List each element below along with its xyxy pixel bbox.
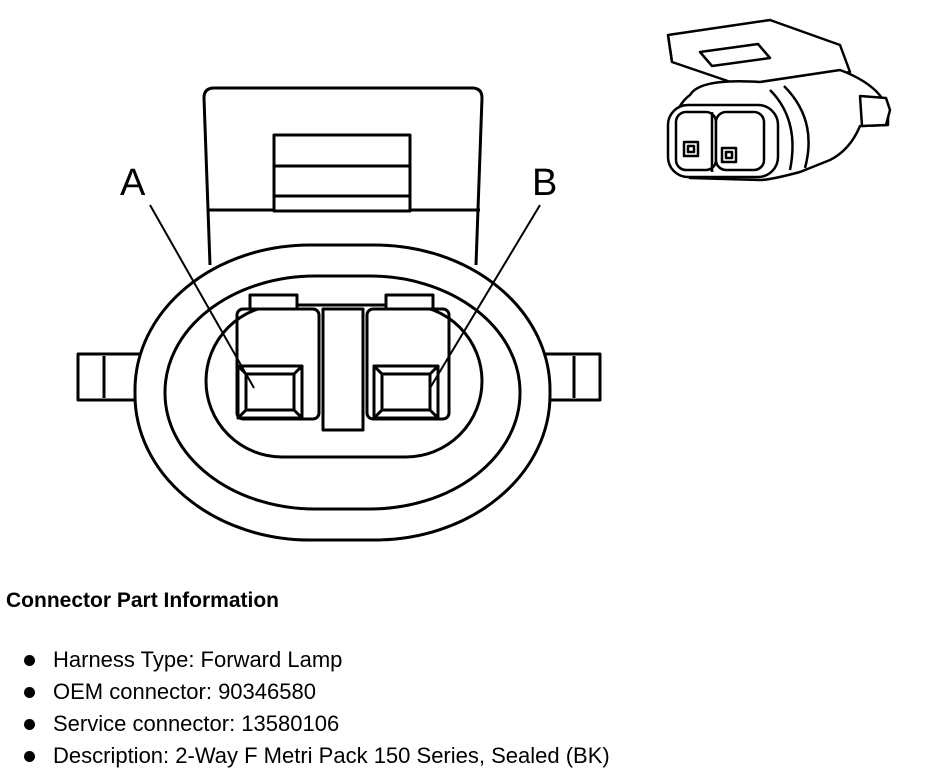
latch-tab xyxy=(272,133,412,213)
info-item-text: OEM connector: 90346580 xyxy=(53,679,316,704)
info-item-text: Service connector: 13580106 xyxy=(53,711,340,736)
bullet-icon xyxy=(24,719,35,730)
leader-line-b xyxy=(429,204,541,389)
info-item-description: Description: 2-Way F Metri Pack 150 Seri… xyxy=(6,740,906,772)
middle-shell xyxy=(163,274,522,511)
info-item-harness-type: Harness Type: Forward Lamp xyxy=(6,644,906,676)
inner-cavity xyxy=(204,303,484,459)
connector-isometric-view xyxy=(666,18,892,182)
pin-label-a: A xyxy=(120,162,146,204)
pin-label-b: B xyxy=(532,162,557,204)
info-title: Connector Part Information xyxy=(6,589,280,612)
leader-line-a xyxy=(149,204,255,389)
info-list: Harness Type: Forward Lamp OEM connector… xyxy=(6,644,906,772)
info-item-service-connector: Service connector: 13580106 xyxy=(6,708,906,740)
bullet-icon xyxy=(24,751,35,762)
connector-face-diagram: A B xyxy=(76,18,892,542)
bullet-icon xyxy=(24,655,35,666)
info-item-oem-connector: OEM connector: 90346580 xyxy=(6,676,906,708)
info-item-text: Harness Type: Forward Lamp xyxy=(53,647,343,672)
connector-part-info: Connector Part Information Harness Type:… xyxy=(6,588,906,772)
left-ear xyxy=(76,352,145,402)
cavity-b-top-tab xyxy=(384,293,435,311)
cavity-a-top-tab xyxy=(248,293,299,311)
bullet-icon xyxy=(24,687,35,698)
info-item-text: Description: 2-Way F Metri Pack 150 Seri… xyxy=(53,743,610,768)
center-divider xyxy=(321,307,365,432)
